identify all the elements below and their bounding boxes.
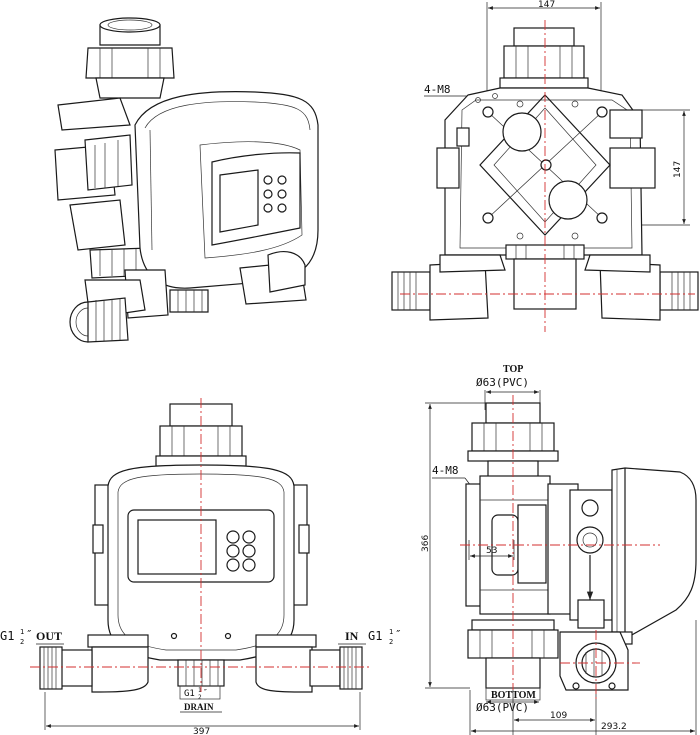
bolt-label-top-view: 4-M8 — [424, 83, 451, 96]
bolt-hole-4 — [596, 212, 608, 224]
outlet-label: OUT — [36, 629, 62, 643]
dim-53: 53 — [486, 546, 497, 556]
bolt-hole-1 — [482, 106, 494, 118]
iso-button-4 — [277, 189, 287, 199]
iso-controller-body — [134, 91, 319, 289]
front-drain-label: G1 1 2 ″ DRAIN — [179, 685, 222, 713]
front-view: G1 1 2 ″ OUT IN G1 1 2 ″ G1 1 2 ″ DRAIN — [0, 398, 402, 735]
bottom-port-title: BOTTOM — [491, 690, 536, 701]
isometric-view — [54, 17, 319, 343]
svg-text:1: 1 — [389, 628, 393, 636]
bolt-label-side-view: 4-M8 — [432, 464, 459, 477]
iso-bottom-fittings — [69, 251, 307, 343]
dim-366: 366 — [421, 535, 431, 552]
iso-button-5 — [263, 203, 273, 213]
iso-button-6 — [277, 203, 287, 213]
dim-147-vertical: 147 — [673, 161, 683, 178]
top-view: 147 147 4-M8 — [391, 0, 699, 332]
iso-display-screen — [219, 169, 259, 233]
front-outlet-label: G1 1 2 ″ OUT — [0, 628, 62, 646]
top-view-upper-union — [499, 27, 589, 89]
dim-147-horizontal: 147 — [538, 0, 555, 10]
svg-text:G1: G1 — [184, 689, 195, 699]
front-width-dimension: 397 — [44, 692, 361, 735]
iso-left-pipes — [54, 97, 153, 279]
drain-label: DRAIN — [184, 702, 214, 712]
side-view: TOP Ø63(PVC) 366 4-M8 — [421, 364, 697, 735]
iso-top-union — [85, 17, 175, 99]
iso-button-1 — [263, 175, 273, 185]
top-port-spec: Ø63(PVC) — [476, 376, 529, 389]
front-button-6 — [242, 558, 256, 572]
front-button-3 — [226, 544, 240, 558]
front-inlet-label: IN G1 1 2 ″ — [345, 628, 402, 646]
iso-button-2 — [277, 175, 287, 185]
svg-text:2: 2 — [389, 638, 393, 646]
front-button-2 — [242, 530, 256, 544]
side-width-dimensions: 109 293.2 — [469, 620, 697, 735]
side-controller-housing — [611, 467, 697, 645]
svg-text:G1: G1 — [0, 629, 14, 643]
front-button-4 — [242, 544, 256, 558]
iso-button-3 — [263, 189, 273, 199]
svg-text:1: 1 — [198, 687, 202, 694]
front-display-screen — [137, 519, 217, 575]
svg-text:″: ″ — [26, 628, 33, 641]
bottom-port-spec: Ø63(PVC) — [476, 701, 529, 714]
front-button-1 — [226, 530, 240, 544]
side-lower-union — [467, 619, 629, 691]
side-bottom-port-label: BOTTOM Ø63(PVC) — [476, 687, 541, 714]
front-button-5 — [226, 558, 240, 572]
top-port-title: TOP — [503, 364, 523, 375]
bolt-hole-2 — [596, 106, 608, 118]
top-view-housing — [436, 87, 656, 256]
bolt-hole-3 — [482, 212, 494, 224]
svg-text:2: 2 — [20, 638, 24, 646]
svg-text:G1: G1 — [368, 629, 382, 643]
side-offset-dimension: 53 — [468, 540, 515, 560]
svg-text:″: ″ — [395, 628, 402, 641]
svg-text:″: ″ — [203, 688, 208, 697]
dim-397: 397 — [193, 727, 210, 735]
svg-text:2: 2 — [198, 694, 202, 701]
inlet-label: IN — [345, 629, 359, 643]
dim-293-2: 293.2 — [601, 722, 627, 732]
dim-109: 109 — [550, 711, 567, 721]
svg-text:1: 1 — [20, 628, 24, 636]
top-view-side-ports — [391, 254, 699, 321]
